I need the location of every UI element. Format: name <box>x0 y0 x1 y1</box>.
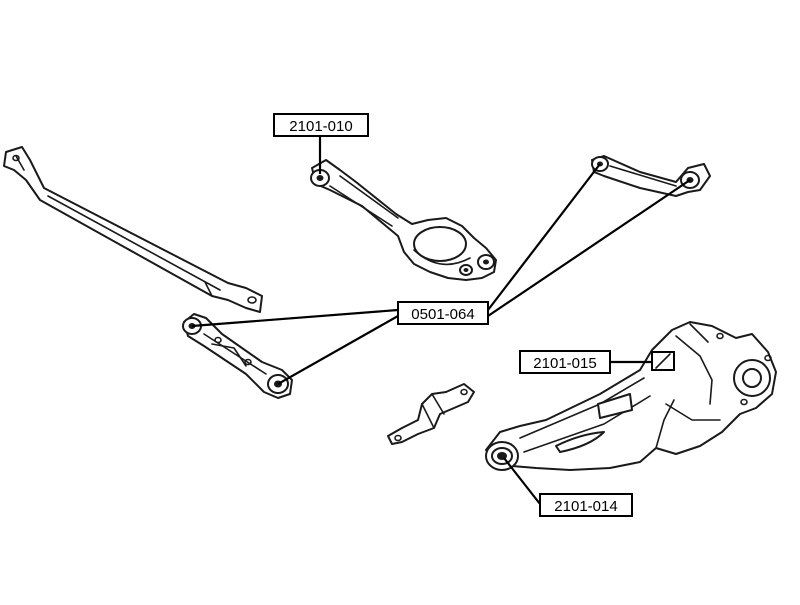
upper-control-arm <box>310 159 497 281</box>
label-2101-010: 2101-010 <box>273 113 369 137</box>
leader-0501-064-a <box>191 308 399 328</box>
part-number-2101-010: 2101-010 <box>289 118 352 135</box>
leader-2101-014 <box>503 457 541 505</box>
lower-left-lateral-link <box>182 313 293 399</box>
leader-0501-064-d <box>487 179 691 317</box>
small-bracket <box>387 383 475 445</box>
part-number-2101-015: 2101-015 <box>533 355 596 372</box>
trailing-arm-knuckle <box>485 321 777 471</box>
leader-0501-064-c <box>487 163 601 311</box>
label-0501-064: 0501-064 <box>397 301 489 325</box>
leader-0501-064-b <box>277 315 399 385</box>
part-number-2101-014: 2101-014 <box>554 498 617 515</box>
part-number-0501-064: 0501-064 <box>411 306 474 323</box>
leader-lines <box>191 136 691 505</box>
label-2101-015: 2101-015 <box>519 350 611 374</box>
label-2101-014: 2101-014 <box>539 493 633 517</box>
stabilizer-bar <box>3 146 263 313</box>
upper-right-lateral-link <box>591 155 711 197</box>
